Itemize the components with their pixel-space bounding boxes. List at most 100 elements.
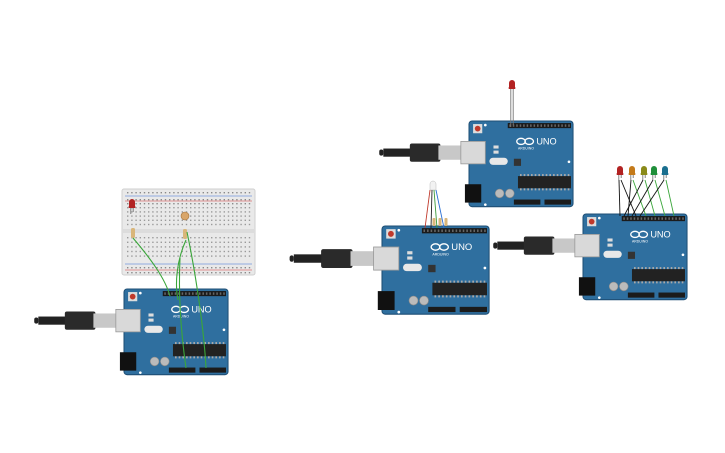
breadboard-hole [248,207,251,209]
breadboard-hole [169,211,171,213]
breadboard-hole [198,267,200,269]
breadboard-hole [223,272,225,274]
chip-pin [520,188,522,191]
breadboard-hole [202,237,204,239]
chip-pin [457,295,459,298]
breadboard-hole [156,250,158,253]
breadboard-hole [248,203,251,205]
chip-pin [222,342,225,345]
breadboard-hole [185,199,188,201]
breadboard-hole [194,267,196,269]
green-wire [644,179,656,217]
breadboard-hole [215,241,217,243]
breadboard-hole [215,267,217,269]
usb-chip [627,251,636,259]
breadboard-hole [223,241,225,243]
header-pin [561,124,563,127]
breadboard-hole [131,215,133,217]
breadboard-hole [181,207,183,209]
chip-pin [460,295,463,298]
breadboard-hole [173,192,175,194]
chip-pin [560,174,563,177]
breadboard-hole [248,199,251,201]
header-pin [661,217,663,220]
usb-plug-metal [552,238,575,253]
capacitor [160,356,170,367]
olive-led[interactable] [640,166,648,180]
red-led[interactable] [128,199,136,214]
red-led[interactable] [508,80,516,127]
breadboard-hole [181,250,183,253]
teal-led[interactable] [661,166,669,180]
usb-port [115,308,141,333]
breadboard-hole [139,207,141,209]
breadboard-hole [177,241,179,243]
board-brand-label: UNO [650,229,670,239]
chip-pin [449,295,452,298]
breadboard-hole [232,241,234,243]
breadboard-hole [173,246,175,248]
reset-button-cap [588,218,595,225]
breadboard-hole [181,223,183,226]
green-led[interactable] [650,166,658,180]
breadboard-hole [215,211,217,213]
header-pin [452,229,454,232]
breadboard-hole [143,215,146,217]
breadboard-hole [152,250,154,253]
led-dome [617,166,623,173]
chip-pin [637,267,640,270]
breadboard-hole [240,207,242,209]
header-pin [554,124,556,127]
atmega-chip [517,176,571,189]
breadboard-hole [223,255,225,257]
header-pin [630,217,632,220]
usb-port [574,233,600,258]
breadboard-hole [244,215,246,217]
breadboard-hole [148,211,150,213]
usb-plug-tip [289,255,294,262]
usb-chip [513,158,522,166]
breadboard-hole [148,192,150,194]
breadboard-hole [232,199,234,201]
breadboard-hole [244,207,246,209]
breadboard-hole [232,272,234,274]
header-pin [644,217,646,220]
breadboard-hole [135,237,137,239]
breadboard-hole [164,272,167,274]
breadboard-hole [194,211,196,213]
chip-pin [641,267,643,270]
header-pin [523,124,525,127]
breadboard-hole [206,192,209,194]
header-pin [188,292,191,295]
breadboard-hole [131,211,133,213]
analog-header [459,306,487,313]
breadboard-hole [156,246,158,248]
power-header [428,306,456,313]
breadboard-channel [122,229,255,233]
breadboard-hole [135,192,137,194]
led-base [508,87,516,89]
breadboard-hole [248,267,251,269]
breadboard-hole [240,246,242,248]
breadboard-hole [194,223,196,226]
rgb-led[interactable] [429,180,437,191]
chip-pin [189,356,192,359]
chip-pin [542,188,544,191]
red-led[interactable] [616,166,624,180]
usb-port [373,246,400,271]
header-pin [516,124,518,127]
mount-hole [138,371,142,374]
crystal [144,325,163,333]
mount-hole [681,253,685,257]
breadboard-hole [248,223,251,226]
breadboard-hole [185,272,188,274]
orange-led[interactable] [628,166,636,180]
breadboard-hole [164,267,167,269]
breadboard-hole [206,207,209,209]
breadboard-hole [227,215,230,217]
breadboard-hole [185,246,188,248]
